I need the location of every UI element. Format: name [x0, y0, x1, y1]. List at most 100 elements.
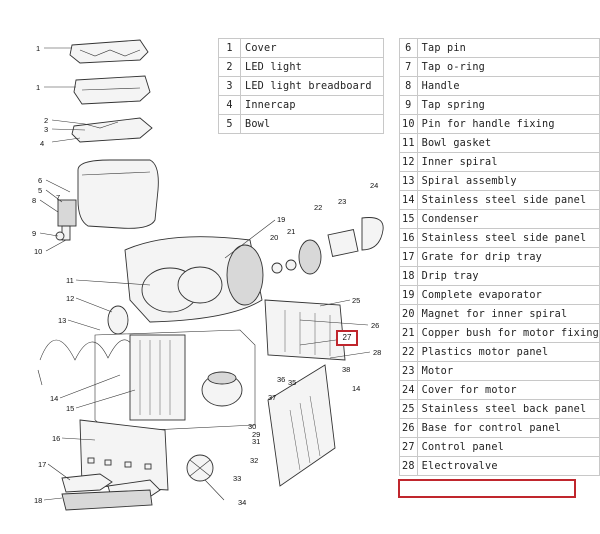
part-number: 18 [399, 266, 418, 286]
callout-23: 23 [338, 197, 346, 206]
part-number: 19 [399, 285, 418, 305]
part-name: Cover [240, 38, 384, 58]
part-number: 26 [399, 418, 418, 438]
callout-32: 32 [250, 456, 258, 465]
part-name: LED light [240, 57, 384, 77]
part-number: 5 [218, 114, 241, 134]
part-evaporator [124, 236, 264, 323]
part-name: Base for control panel [416, 418, 600, 438]
part-name: Tap pin [416, 38, 600, 58]
part-number: 16 [399, 228, 418, 248]
part-condenser [129, 334, 186, 421]
callout-2: 2 [44, 116, 48, 125]
part-number: 22 [399, 342, 418, 362]
part-name: LED light breadboard [240, 76, 384, 96]
part-number: 27 [399, 437, 418, 457]
part-name: Innercap [240, 95, 384, 115]
part-number: 7 [399, 57, 418, 77]
part-spiral [37, 305, 133, 386]
part-frame [79, 329, 256, 491]
callout-4: 4 [40, 139, 44, 148]
part-side-panel-right [267, 364, 336, 487]
part-number: 10 [399, 114, 418, 134]
callout-11: 11 [66, 276, 74, 285]
callout-3: 3 [44, 125, 48, 134]
part-name: Bowl [240, 114, 384, 134]
callout-15: 15 [66, 404, 74, 413]
callout-21: 21 [287, 227, 295, 236]
part-number: 23 [399, 361, 418, 381]
part-number: 12 [399, 152, 418, 172]
callout-labels: 1 1 2 3 4 6 5 8 7 9 10 11 12 13 14 15 16… [32, 44, 381, 507]
part-name: Handle [416, 76, 600, 96]
part-name: Inner spiral [416, 152, 600, 172]
callout-38: 38 [342, 365, 350, 374]
callout-1: 1 [36, 83, 40, 92]
callout-19: 19 [277, 215, 285, 224]
part-name: Grate for drip tray [416, 247, 600, 267]
part-name: Copper bush for motor fixing [416, 323, 600, 343]
callout-31: 31 [252, 437, 260, 446]
part-name: Cover for motor [416, 380, 600, 400]
part-name: Spiral assembly [416, 171, 600, 191]
part-number: 6 [399, 38, 418, 58]
part-fan [186, 454, 214, 482]
part-name: Tap o-ring [416, 57, 600, 77]
callout-33: 33 [233, 474, 241, 483]
part-number: 3 [218, 76, 241, 96]
callout-8: 8 [32, 196, 36, 205]
part-drip-tray [61, 473, 161, 511]
part-number: 21 [399, 323, 418, 343]
callout-1: 1 [36, 44, 40, 53]
part-cover-lower [73, 75, 151, 105]
callout-6: 6 [38, 176, 42, 185]
part-bowl [77, 159, 159, 229]
callout-35: 35 [288, 378, 296, 387]
callout-36: 36 [277, 375, 285, 384]
part-name: Condenser [416, 209, 600, 229]
part-number: 25 [399, 399, 418, 419]
part-number: 24 [399, 380, 418, 400]
callout-18: 18 [34, 496, 42, 505]
callout-13: 13 [58, 316, 66, 325]
part-number: 14 [399, 190, 418, 210]
callout-27-highlight: 27 [336, 330, 358, 346]
part-number: 9 [399, 95, 418, 115]
part-tap [55, 199, 77, 241]
callout-29: 29 [252, 430, 260, 439]
part-cover [69, 39, 149, 64]
callout-16: 16 [52, 434, 60, 443]
part-name: Control panel [416, 437, 600, 457]
part-number: 8 [399, 76, 418, 96]
part-name: Bowl gasket [416, 133, 600, 153]
part-number: 13 [399, 171, 418, 191]
part-back-panel [264, 299, 346, 361]
leader-lines [39, 47, 371, 501]
part-name: Magnet for inner spiral [416, 304, 600, 324]
part-number: 17 [399, 247, 418, 267]
